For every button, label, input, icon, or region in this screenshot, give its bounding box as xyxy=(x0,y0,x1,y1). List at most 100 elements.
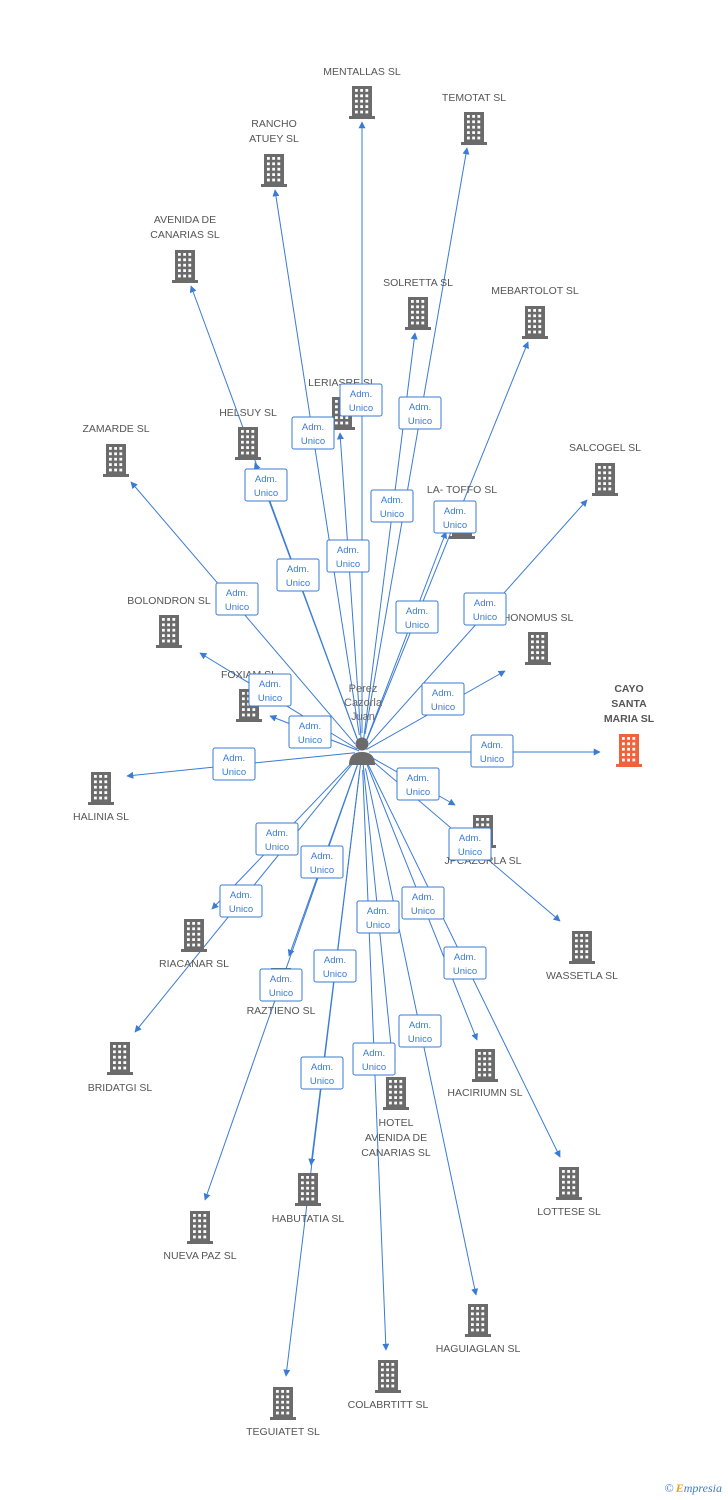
relation-label-line: Adm. xyxy=(432,688,454,699)
relation-badge-teguiatet[interactable]: Adm. Unico xyxy=(300,1056,344,1090)
company-label-line: HACIRIUMN SL xyxy=(447,1087,522,1099)
relation-label-line: Adm. xyxy=(474,598,496,609)
relation-label-line: Adm. xyxy=(454,952,476,963)
relation-label-line: Adm. xyxy=(407,773,429,784)
relation-label-line: Unico xyxy=(408,416,432,427)
relation-label-line: Adm. xyxy=(409,1020,431,1031)
company-node-nueva-paz[interactable]: NUEVA PAZ SL xyxy=(163,1211,237,1262)
building-icon xyxy=(156,615,182,648)
relation-badge-la-toffo[interactable]: Adm.Unico xyxy=(395,600,439,634)
relation-label-line: Unico xyxy=(310,1076,334,1087)
relation-badge-mebartolot[interactable]: Adm.Unico xyxy=(433,500,477,534)
relation-label-line: Adm. xyxy=(287,564,309,575)
company-node-teguiatet[interactable]: TEGUIATET SL xyxy=(246,1387,320,1438)
relation-badge-mentallas[interactable]: Adm.Unico xyxy=(339,383,383,417)
relation-badge-bolondron[interactable]: Adm.Unico xyxy=(248,673,292,707)
person-icon xyxy=(349,737,375,765)
relation-badge-lottese[interactable]: Adm.Unico xyxy=(443,946,487,980)
relation-badge-foxiam[interactable]: Adm.Unico xyxy=(288,715,332,749)
relation-badge-colabrtitt[interactable]: Adm.Unico xyxy=(352,1042,396,1076)
building-icon xyxy=(616,734,642,767)
relation-label-line: Adm. xyxy=(311,1062,333,1073)
building-icon xyxy=(592,463,618,496)
company-node-riacanar[interactable]: RIACANAR SL xyxy=(159,919,229,970)
relation-label-line: Unico xyxy=(458,847,482,858)
relation-label-line: Unico xyxy=(405,620,429,631)
relation-badge-rancho-atuey[interactable]: Adm.Unico xyxy=(291,416,335,450)
company-node-habutatia[interactable]: HABUTATIA SL xyxy=(272,1173,345,1225)
company-node-bridatgi[interactable]: BRIDATGI SL xyxy=(88,1042,153,1094)
relation-label-line: Adm. xyxy=(230,890,252,901)
relation-badge-zamarde[interactable]: Adm.Unico xyxy=(215,582,259,616)
relation-badge-riacanar[interactable]: Adm.Unico xyxy=(255,822,299,856)
relation-label-line: Adm. xyxy=(270,974,292,985)
relation-badge-cayo-santa-maria[interactable]: Adm.Unico xyxy=(470,734,514,768)
building-icon xyxy=(181,919,207,952)
edge-temotat xyxy=(364,147,470,734)
company-node-solretta[interactable]: SOLRETTA SL xyxy=(383,277,453,330)
company-node-helsuy[interactable]: HELSUY SL xyxy=(219,407,277,460)
company-node-bolondron[interactable]: BOLONDRON SL xyxy=(127,595,211,648)
empresia-footer[interactable]: ©Empresia xyxy=(665,1481,722,1496)
relation-badge-leriasre[interactable]: Adm.Unico xyxy=(326,539,370,573)
relation-label-line: Adm. xyxy=(444,506,466,517)
center-person-node[interactable]: Perez Cazorla Juan xyxy=(344,683,383,765)
company-node-salcogel[interactable]: SALCOGEL SL xyxy=(569,442,641,496)
relation-badge-helsuy[interactable]: Adm.Unico xyxy=(276,558,320,592)
relation-badge-haciriumn[interactable]: Adm.Unico xyxy=(401,886,445,920)
copyright-symbol: © xyxy=(664,1481,674,1495)
company-label-line: SOLRETTA SL xyxy=(383,277,453,289)
relation-label-line: Unico xyxy=(366,920,390,931)
edge-la-toffo xyxy=(364,531,448,746)
relation-label-line: Unico xyxy=(431,702,455,713)
relation-label-line: Unico xyxy=(349,403,373,414)
company-node-wassetla[interactable]: WASSETLA SL xyxy=(546,931,618,982)
relation-badge-jpcazorla[interactable]: Adm.Unico xyxy=(396,767,440,801)
company-node-honomus[interactable]: HONOMUS SL xyxy=(503,612,574,665)
building-icon xyxy=(270,1387,296,1420)
relation-label-line: Unico xyxy=(269,988,293,999)
relation-label-line: Adm. xyxy=(337,545,359,556)
relation-badge-solretta[interactable]: Adm.Unico xyxy=(370,489,414,523)
relation-badge-salcogel[interactable]: Adm.Unico xyxy=(463,592,507,626)
relation-badge-habutatia[interactable]: Adm.Unico xyxy=(313,949,357,983)
relation-label-line: Unico xyxy=(298,735,322,746)
edge-helsuy xyxy=(253,462,360,744)
company-node-mebartolot[interactable]: MEBARTOLOT SL xyxy=(491,285,579,339)
company-label-line: HABUTATIA SL xyxy=(272,1213,345,1225)
company-node-colabrtitt[interactable]: COLABRTITT SL xyxy=(348,1360,429,1411)
relation-badge-halinia[interactable]: Adm.Unico xyxy=(212,747,256,781)
company-node-zamarde[interactable]: ZAMARDE SL xyxy=(82,423,150,477)
company-node-haciriumn[interactable]: HACIRIUMN SL xyxy=(447,1049,523,1099)
company-label-line: SALCOGEL SL xyxy=(569,442,641,454)
relation-badge-bridatgi[interactable]: Adm.Unico xyxy=(219,884,263,918)
building-icon xyxy=(569,931,595,964)
company-label-line: HALINIA SL xyxy=(73,811,129,823)
company-node-lottese[interactable]: LOTTESE SL xyxy=(537,1167,601,1218)
relation-label-line: Unico xyxy=(258,693,282,704)
relation-badge-wassetla[interactable]: Adm.Unico xyxy=(448,827,492,861)
person-name-line-3: Juan xyxy=(351,711,375,723)
relation-badge-honomus[interactable]: Adm. Unico xyxy=(421,682,465,716)
company-label-line: RAZTIENO SL xyxy=(247,1005,316,1017)
building-icon xyxy=(405,297,431,330)
relation-badge-temotat[interactable]: Adm.Unico xyxy=(398,396,442,430)
company-node-temotat[interactable]: TEMOTAT SL xyxy=(442,92,506,145)
relation-label-line: Unico xyxy=(265,842,289,853)
relation-label-line: Adm. xyxy=(223,753,245,764)
relation-badge-raztieno[interactable]: Adm.Unico xyxy=(300,845,344,879)
company-node-haguiaglan[interactable]: HAGUIAGLAN SL xyxy=(436,1304,521,1355)
relation-badge-hotel-avenida-canarias[interactable]: Adm.Unico xyxy=(356,900,400,934)
company-node-halinia[interactable]: HALINIA SL xyxy=(73,772,129,823)
building-icon xyxy=(472,1049,498,1082)
relation-badge-haguiaglan[interactable]: Adm.Unico xyxy=(398,1014,442,1048)
company-node-mentallas[interactable]: MENTALLAS SL xyxy=(323,66,401,119)
relation-badge-nueva-paz[interactable]: Adm. Unico xyxy=(259,968,303,1002)
building-icon xyxy=(349,86,375,119)
relation-badge-avenida-canarias[interactable]: Adm.Unico xyxy=(244,468,288,502)
company-label-line: RANCHO xyxy=(251,118,297,130)
